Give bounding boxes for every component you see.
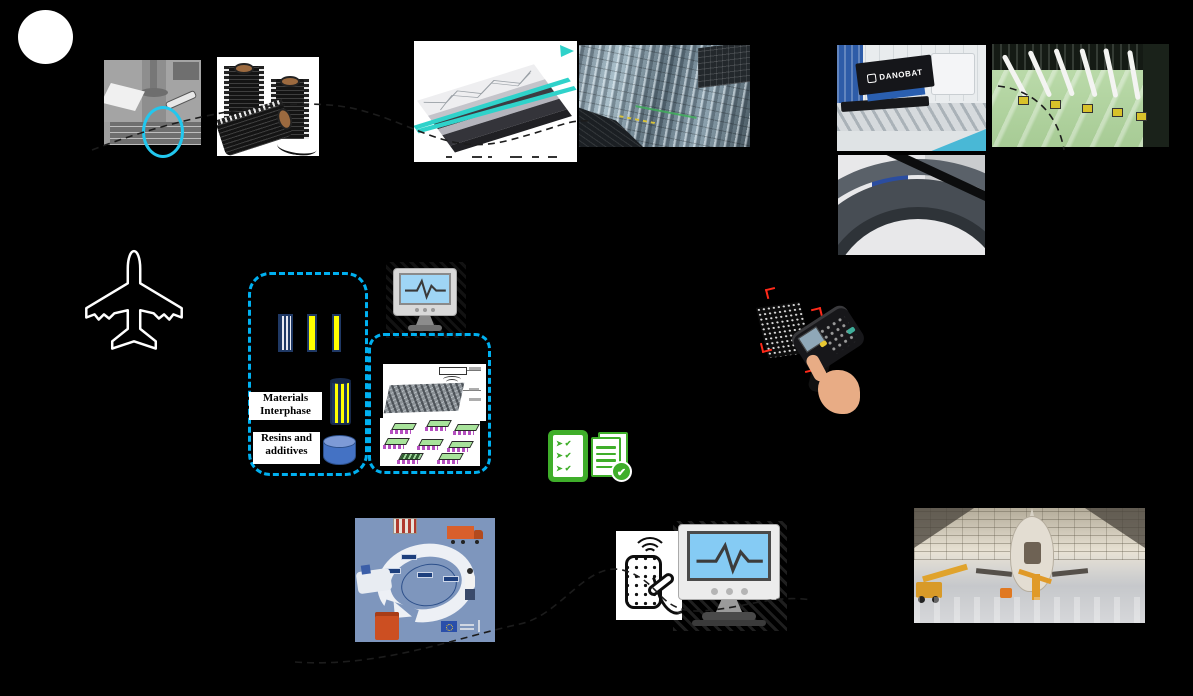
- sizing-disk: [140, 88, 168, 97]
- ultrasound-wave: [443, 376, 461, 383]
- ultrasound-inspection-diagram: [383, 364, 486, 421]
- resins-label-line2: additives: [265, 445, 308, 457]
- sizing-inset-box: [173, 62, 199, 80]
- danobat-machine-photo: DANOBAT: [837, 45, 986, 151]
- airplane-silhouette: [85, 249, 183, 350]
- monitor-stand: [716, 600, 742, 612]
- resin-cylinder-icon: [323, 435, 356, 465]
- lift-wheel: [918, 596, 925, 603]
- remote-monitoring-screen-icon: [678, 524, 784, 628]
- scan-marker-icon: [764, 286, 778, 300]
- curved-frame-part-photo: [838, 155, 985, 255]
- materials-label-line2: Interphase: [260, 405, 311, 417]
- sizing-sheet: [104, 82, 145, 112]
- barcode-scanner-image: [755, 286, 868, 414]
- container-bin-icon: [375, 612, 399, 640]
- aircraft-wing: [1051, 568, 1089, 577]
- tiny-annotation: [469, 388, 479, 391]
- fuselage-opening: [1024, 542, 1041, 564]
- pulse-waveform-icon: [696, 541, 763, 575]
- load-pad: [1050, 100, 1061, 109]
- check-badge-icon: ✔: [611, 461, 632, 482]
- ultrasound-probe-icon: [439, 367, 467, 375]
- monitor-base: [408, 325, 442, 331]
- wireless-signal-icon: [630, 533, 666, 553]
- scanner-keypad: [817, 313, 860, 356]
- materials-group-box: Materials Interphase Resins and additive…: [248, 272, 368, 476]
- twist-arrowhead: [560, 45, 574, 57]
- aircraft-wing: [975, 568, 1013, 577]
- crate-icon: [393, 518, 417, 534]
- fiber-tow-icon: [278, 314, 293, 352]
- process-tag: [417, 572, 433, 578]
- resins-label-line1: Resins and: [260, 432, 313, 444]
- monitor-frame: [393, 268, 457, 316]
- danobat-brand-label: DANOBAT: [878, 67, 924, 82]
- eu-flag-logo: [441, 621, 457, 632]
- resins-additives-label: Resins and additives: [253, 432, 320, 464]
- prepreg-plate-art: [414, 45, 577, 158]
- yellow-fiber-icon: [307, 314, 317, 352]
- yellow-crane-mast: [1032, 574, 1040, 600]
- ndt-group-box: [368, 333, 491, 474]
- monitor-screen: [399, 273, 451, 305]
- laminate-block: [383, 382, 465, 414]
- danobat-logo-icon: [866, 72, 877, 83]
- person-figure: [463, 568, 477, 602]
- resin-cylinder-top: [323, 435, 356, 448]
- monitor-dots: [679, 588, 779, 595]
- logo-circle: [18, 10, 73, 64]
- floor-reflections: [914, 597, 1145, 623]
- monitor-frame: [678, 524, 780, 600]
- aircraft-hangar-photo: [914, 508, 1145, 623]
- monitor-dots: [394, 308, 456, 312]
- machine-head: [931, 53, 975, 95]
- materials-label-line1: Materials: [262, 392, 309, 404]
- cropped-caption-marks: [446, 156, 557, 158]
- ultrasound-wave: [446, 379, 458, 385]
- monitor-stand: [416, 316, 434, 325]
- leader-line: [467, 370, 481, 371]
- checklist-icon: ➤✔ ➤✔ ➤✔: [548, 430, 588, 482]
- materials-interphase-label: Materials Interphase: [249, 392, 322, 420]
- monitor-screen: [687, 531, 771, 581]
- process-monitor-icon: [386, 262, 466, 338]
- prepreg-plate-image: [414, 41, 577, 162]
- eu-logo-divider: [478, 620, 480, 632]
- checklist-rows: ➤✔ ➤✔ ➤✔: [553, 435, 583, 477]
- process-tag: [401, 554, 417, 560]
- lift-wheel: [932, 596, 939, 603]
- tiny-annotation: [469, 367, 481, 370]
- wing-test-photo: [992, 44, 1169, 147]
- verified-document-icon: ✔: [591, 432, 632, 482]
- yellow-boom-lift: [922, 563, 968, 583]
- monitor-base-plate: [692, 620, 766, 626]
- fiber-weave-photo: [579, 45, 750, 147]
- supply-chain-loop-image: [355, 518, 495, 642]
- truck-icon: [447, 524, 485, 544]
- load-pad: [1112, 108, 1123, 117]
- load-pad: [1018, 96, 1029, 105]
- yellow-lift-body: [916, 582, 942, 598]
- pulse-waveform-icon: [405, 278, 446, 301]
- yellow-fiber-icon: [332, 314, 341, 352]
- tiny-annotation: [469, 398, 481, 401]
- platform-icon: [355, 564, 393, 595]
- orange-forklift: [1000, 588, 1012, 598]
- eu-logo-text: [460, 622, 474, 630]
- sizing-rod: [150, 60, 157, 94]
- process-tag: [443, 576, 459, 582]
- sensor-chips-diagram: [380, 418, 480, 466]
- load-pad: [1136, 112, 1147, 121]
- carbon-fiber-spools-image: [217, 57, 319, 156]
- cyan-highlight-ellipse: [142, 106, 184, 158]
- interphase-cylinder-icon: [330, 378, 351, 425]
- weave-grid-panel: [698, 45, 750, 89]
- hand: [818, 370, 860, 414]
- load-pad: [1082, 104, 1093, 113]
- test-rig-side: [1143, 44, 1169, 147]
- fiber-thread: [276, 136, 318, 156]
